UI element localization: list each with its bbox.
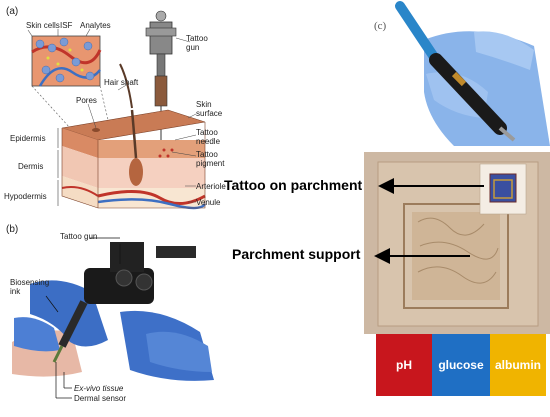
panel-c: (c) (364, 0, 550, 146)
ex-vivo-tissue-label: Ex-vivo tissue (74, 384, 124, 393)
hair-shaft-label: Hair shaft (104, 78, 139, 87)
biosensing-ink-label: Biosensing ink (10, 278, 50, 296)
tattoo-pen-photo (364, 0, 550, 146)
bar-albumin-label: albumin (494, 358, 541, 372)
panel-b-letter: (b) (6, 224, 19, 235)
isf-label: ISF (60, 21, 73, 30)
tattoo-gun-label: Tattoo gun (186, 34, 208, 52)
tattoo-pigment-label: Tattoo pigment (196, 150, 225, 168)
panel-a-letter: (a) (6, 6, 19, 17)
bar-albumin: albumin (490, 334, 546, 396)
tattoo-needle-label: Tattoo needle (196, 128, 221, 146)
panel-c-letter: (c) (374, 20, 387, 32)
dermis-label: Dermis (18, 162, 44, 171)
tattoo-gun-photo-label: Tattoo gun (60, 232, 98, 241)
skin-surface-label: Skin surface (196, 100, 223, 118)
tattoo-gun-photo (12, 237, 218, 399)
parchment-photo (364, 152, 550, 334)
skin-diagram (27, 10, 207, 210)
analytes-label: Analytes (80, 21, 111, 30)
bar-ph: pH (376, 334, 432, 396)
arteriole-label: Arteriole (196, 182, 226, 191)
panel-b: (b) Tattoo gun Biosensing ink Ex-vivo ti… (0, 222, 230, 417)
parchment-support-label: Parchment support (232, 246, 361, 262)
epidermis-label: Epidermis (10, 134, 46, 143)
panel-a: (a) Skin cells ISF Analytes Tattoo gun H… (0, 0, 230, 220)
panel-d: pH glucose albumin (364, 152, 550, 400)
bar-glucose-label: glucose (438, 358, 484, 372)
bar-ph-label: pH (396, 358, 412, 372)
bar-glucose: glucose (432, 334, 490, 396)
hypodermis-label: Hypodermis (4, 192, 47, 201)
tattoo-on-parchment-label: Tattoo on parchment (224, 177, 363, 193)
pores-label: Pores (76, 96, 97, 105)
skin-cells-label: Skin cells (26, 21, 60, 30)
venule-label: Venule (196, 198, 221, 207)
dermal-sensor-label: Dermal sensor (74, 394, 127, 403)
